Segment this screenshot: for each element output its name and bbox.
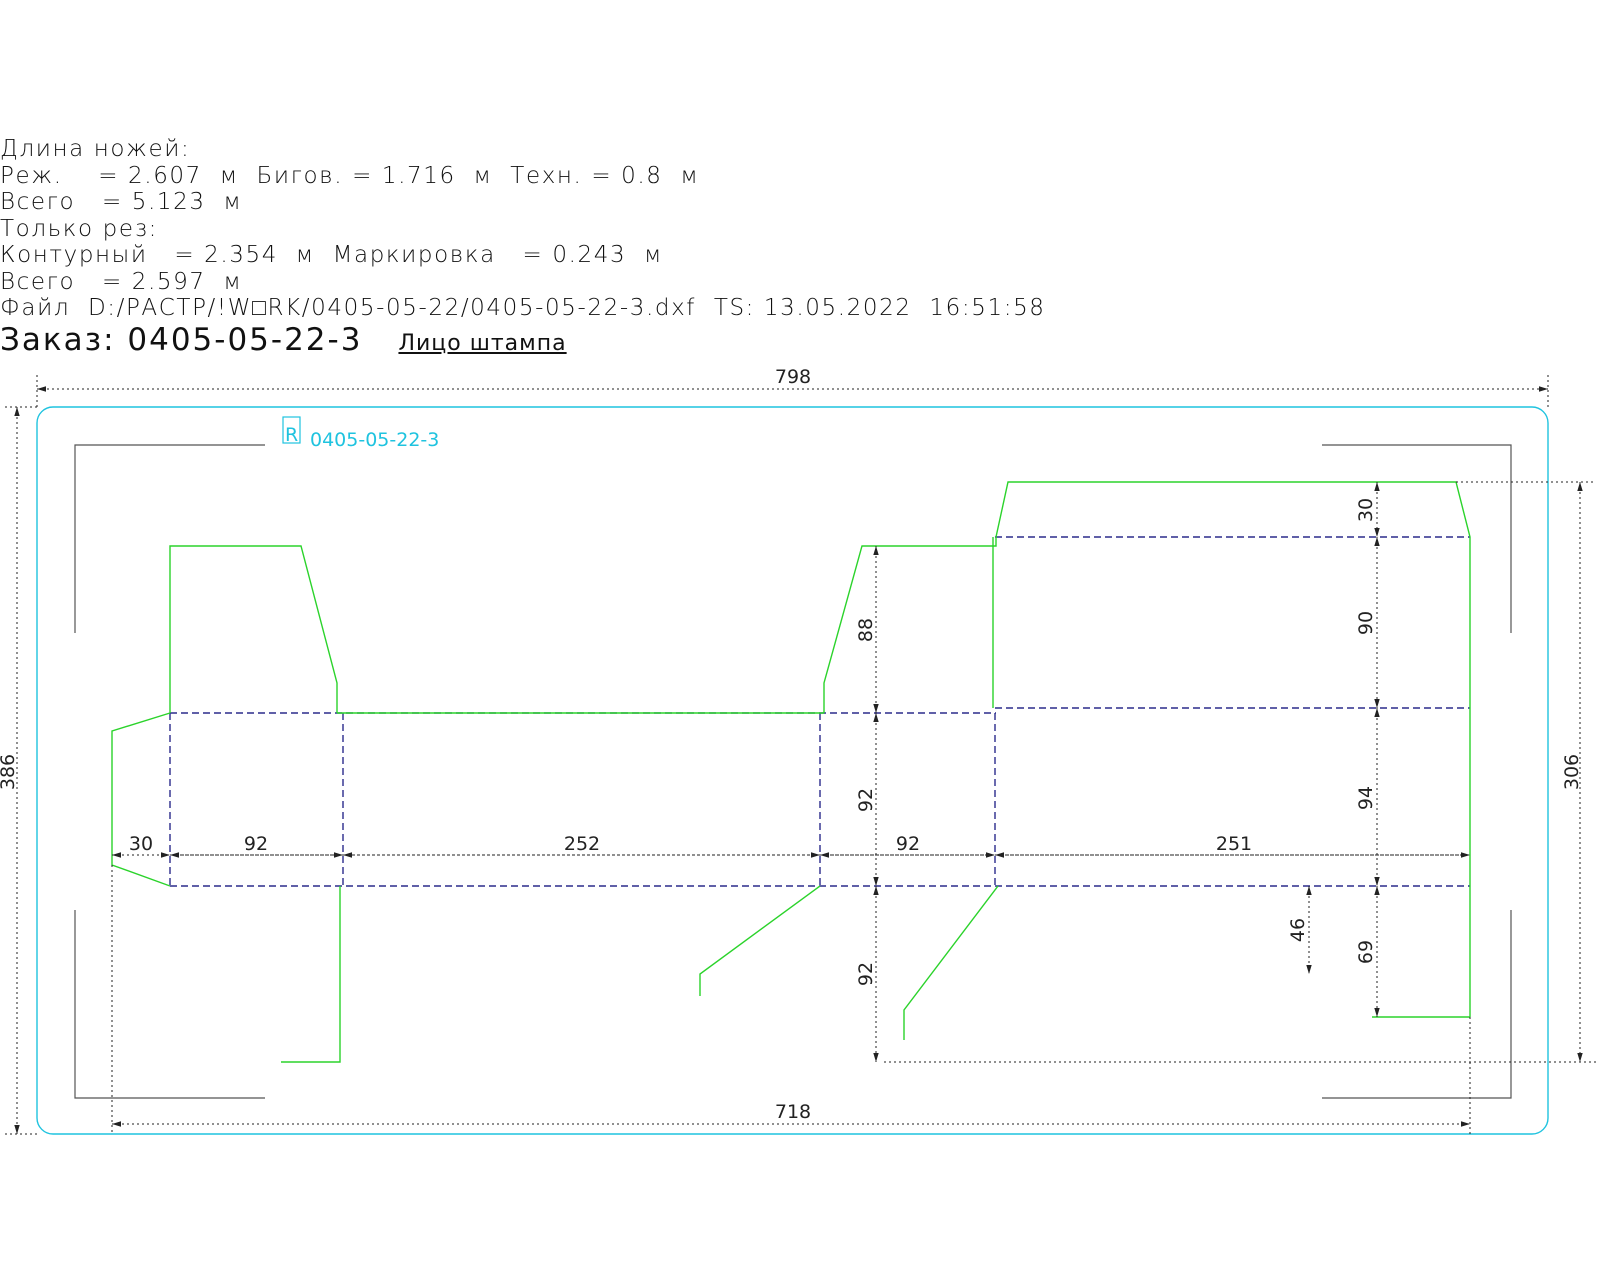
cut-only-title: Только рез:: [0, 215, 158, 242]
dim-label-top-tuck: 88: [855, 618, 877, 642]
dim-label-panel-3: 92: [896, 833, 920, 855]
dim-label-body-height: 92: [855, 788, 877, 812]
file-path-line: Файл D:/РАСТР/!W□RK/0405-05-22/0405-05-2…: [0, 295, 1046, 321]
dim-label-bottom-right: 69: [1355, 940, 1377, 964]
top-flap-1-cut: [169, 545, 338, 713]
lid-cut: [995, 481, 1471, 708]
dim-label-inner-width: 718: [775, 1101, 811, 1123]
bottom-main-flap-cut: [699, 885, 821, 996]
dimension-lines: [5, 375, 1596, 1135]
dimension-labels: 798 386 718 306 30 92 252 92 251 88 92 9…: [0, 366, 1583, 1123]
knife-length-total: Всего = 5.123 м: [0, 189, 243, 215]
bottom-left-flap-cut: [281, 886, 341, 1063]
stamp-logo-letter: R: [285, 424, 298, 446]
dim-label-overall-width: 798: [775, 366, 811, 388]
order-row: Заказ: 0405-05-22-3 Лицо штампа: [0, 322, 1100, 362]
corner-mark-top-left: [74, 444, 265, 633]
order-label: Заказ: 0405-05-22-3: [0, 321, 363, 358]
stamp-logo-box: [282, 416, 301, 444]
stamp-order-code: 0405-05-22-3: [310, 429, 439, 451]
dim-label-overall-height: 386: [0, 754, 19, 790]
dieline-info-header: Длина ножей: Реж. = 2.607 м Бигов. = 1.7…: [0, 136, 1100, 362]
corner-mark-bottom-left: [74, 910, 265, 1099]
dim-label-lid-strip: 30: [1355, 498, 1377, 522]
dim-label-lid: 90: [1355, 611, 1377, 635]
knife-length-title: Длина ножей:: [0, 136, 191, 162]
knife-length-totals: Реж. = 2.607 м Бигов. = 1.716 м Техн. = …: [0, 162, 700, 189]
cut-only-total: Всего = 2.597 м: [0, 268, 243, 295]
top-tuck-cut: [823, 537, 997, 713]
corner-frame-marks: [74, 444, 1512, 1099]
dim-label-panel-4: 251: [1216, 833, 1252, 855]
glue-flap-cut: [111, 712, 171, 887]
dim-label-bottom-flap: 92: [855, 962, 877, 986]
dim-label-glue-flap: 30: [129, 833, 153, 855]
stamp-board-outline: [36, 406, 1549, 1135]
dim-label-inner-height: 306: [1561, 754, 1583, 790]
face-label: Лицо штампа: [398, 330, 567, 356]
cut-lines: [111, 481, 1471, 1063]
cut-only-contour: Контурный = 2.354 м Маркировка = 0.243 м: [0, 242, 663, 268]
crease-lines: [169, 536, 1470, 887]
dim-label-panel-2: 252: [564, 833, 600, 855]
dim-label-side-body: 94: [1355, 786, 1377, 810]
dim-label-notch: 46: [1287, 918, 1309, 942]
dim-label-panel-1: 92: [244, 833, 268, 855]
bottom-dust-flap-cut: [903, 885, 999, 1040]
corner-mark-bottom-right: [1322, 910, 1512, 1099]
corner-mark-top-right: [1322, 444, 1512, 633]
stamp-logo: R 0405-05-22-3: [282, 416, 439, 451]
